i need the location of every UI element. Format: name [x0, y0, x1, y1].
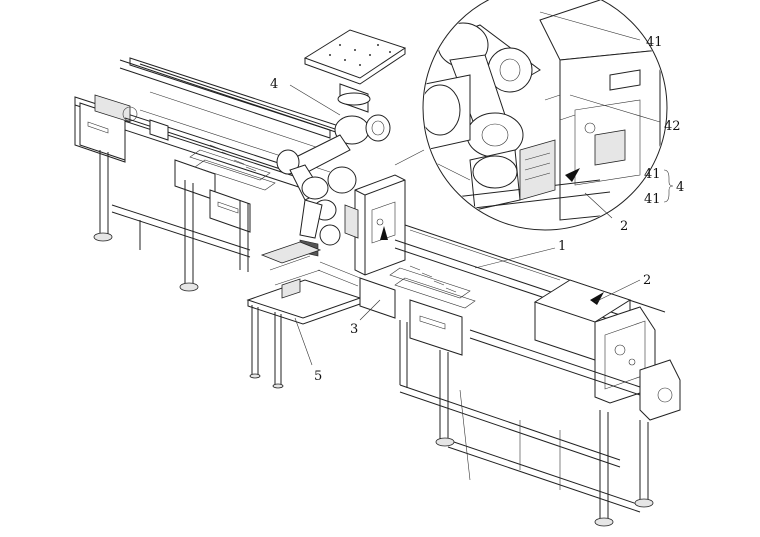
- leader-lines: [289, 11, 661, 366]
- callout-label: 5: [314, 369, 322, 384]
- callout-label: 4: [270, 77, 278, 92]
- callout-label: 42: [664, 119, 681, 134]
- callout-label: 1: [558, 239, 566, 254]
- callout-label: 2: [620, 219, 628, 234]
- arrow-marker: [590, 292, 604, 305]
- callout-label: 41: [646, 35, 663, 50]
- callout-label: 41: [644, 167, 661, 182]
- callout-label: 3: [350, 322, 358, 337]
- callout-label: 4: [676, 180, 684, 195]
- central-station: [246, 174, 406, 389]
- group-bracket: [663, 169, 674, 203]
- callout-label: 41: [644, 192, 661, 207]
- arrow-marker: [380, 226, 388, 240]
- callout-label: 2: [643, 273, 651, 288]
- right-conveyor-module: [359, 224, 681, 527]
- robot-arm: [276, 29, 407, 257]
